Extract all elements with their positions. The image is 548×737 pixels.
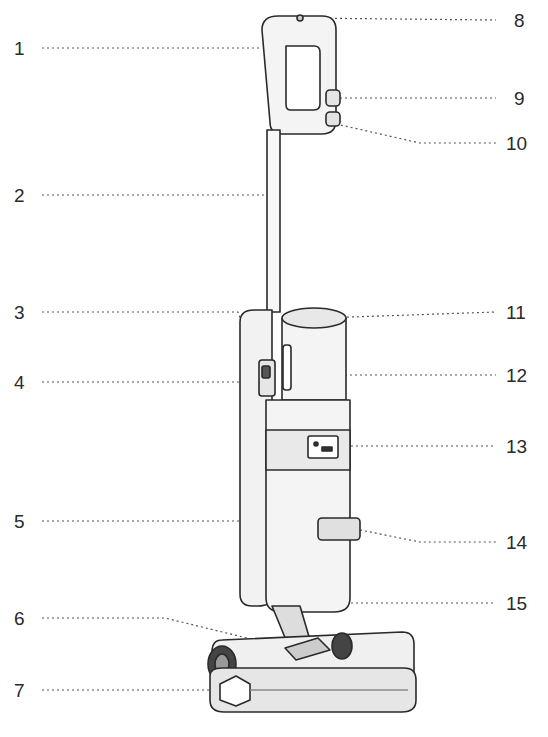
callout-number: 9 [514,89,525,108]
callout-number: 2 [14,186,25,205]
callout-number: 14 [506,533,527,552]
callout-number: 11 [506,303,526,322]
callout-number: 1 [14,39,25,58]
vacuum-outline [208,15,416,712]
callout-number: 15 [506,594,527,613]
callout-number: 10 [506,134,527,153]
callout-number: 6 [14,609,25,628]
callout-number: 3 [14,303,25,322]
callout-number: 8 [514,11,525,30]
callout-number: 4 [14,373,25,392]
callout-number: 13 [506,437,527,456]
callout-number: 12 [506,366,527,385]
callout-number: 5 [14,512,25,531]
callout-number: 7 [14,681,25,700]
